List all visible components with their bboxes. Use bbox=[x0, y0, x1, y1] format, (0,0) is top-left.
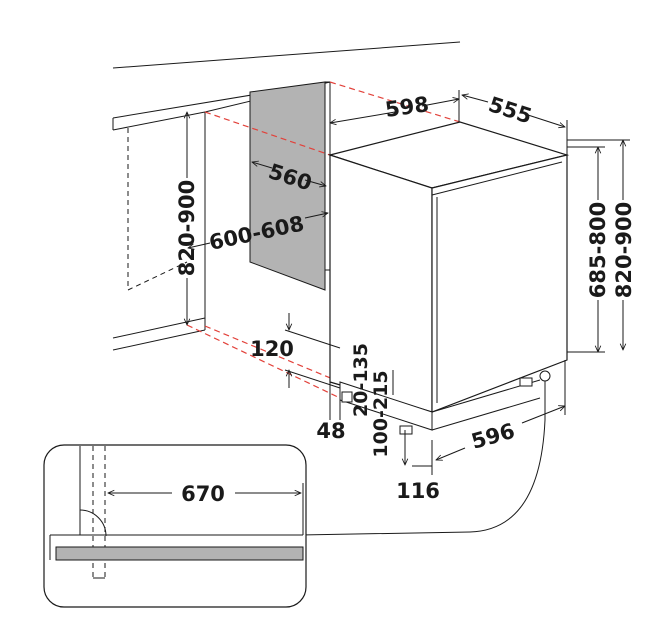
dim-feet-range-a: 20-135 bbox=[350, 343, 372, 417]
dim-plinth-offset: 48 bbox=[316, 419, 345, 443]
dim-rear-offset: 116 bbox=[396, 479, 440, 503]
dim-door-swing-clearance: 670 bbox=[181, 482, 225, 506]
dim-appliance-depth: 555 bbox=[486, 92, 535, 128]
dim-appliance-width: 598 bbox=[384, 92, 431, 122]
dim-plinth-height: 120 bbox=[250, 337, 294, 361]
inset-counter-plate bbox=[55, 546, 304, 561]
rear-foot-detail-marker bbox=[539, 370, 551, 382]
dishwasher-body bbox=[327, 121, 570, 431]
dim-appliance-height-body: 685-800 bbox=[586, 202, 610, 298]
adjustable-feet bbox=[341, 370, 551, 435]
niche-guide-lines bbox=[186, 81, 461, 399]
niche-back-panel bbox=[249, 81, 326, 291]
dim-feet-range-b: 100-215 bbox=[370, 370, 392, 457]
door-clearance-detail-inset bbox=[43, 444, 307, 608]
dim-appliance-height-total: 820-900 bbox=[612, 202, 636, 298]
dim-base-depth: 596 bbox=[469, 419, 518, 454]
dim-niche-height: 820-900 bbox=[175, 180, 199, 276]
